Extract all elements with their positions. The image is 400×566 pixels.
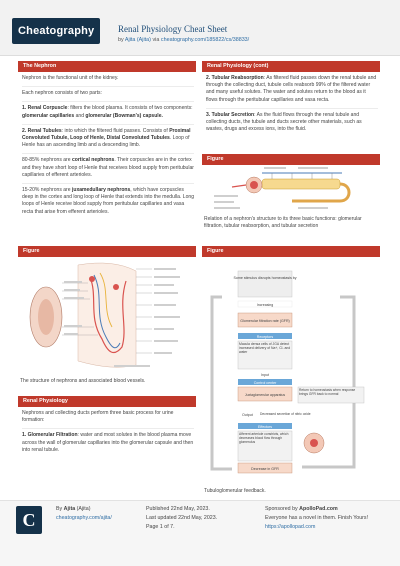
section-heading: The Nephron	[18, 61, 196, 72]
box-receptors: Receptors	[257, 335, 274, 339]
figure-caption: The structure of nephrons and associated…	[20, 378, 146, 384]
text-glomerular-filtration: 1. Glomerular Filtration: water and most…	[22, 432, 194, 453]
footer-author-link[interactable]: cheatography.com/ajita/	[56, 514, 112, 521]
box-afferent-arteriole: Afferent arteriole constricts, which dec…	[239, 432, 289, 444]
section-body: Nephron is the functional unit of the ki…	[18, 72, 196, 216]
section-body: Nephrons and collecting ducts perform th…	[18, 407, 196, 454]
box-control-center: Control center	[254, 381, 277, 385]
section-renal-physiology: Renal Physiology Nephrons and collecting…	[18, 396, 196, 458]
footer-author: By Ajita (Ajita) cheatography.com/ajita/	[56, 506, 112, 521]
text-line: Nephrons and collecting ducts perform th…	[22, 410, 174, 424]
text-tubular-reabsorption: 2. Tubular Reabsorption: As filtered flu…	[206, 75, 377, 103]
published-date: Published 22nd May, 2023.	[146, 506, 210, 512]
box-macula-densa: Macula densa cells of JGA detect increas…	[239, 342, 291, 354]
sponsor-name[interactable]: ApolloPad.com	[299, 506, 338, 512]
text-tubular-secretion: 3. Tubular Secretion: As the fluid flows…	[206, 111, 362, 133]
section-figure-nephron-structure: Figure	[18, 246, 196, 385]
sponsor-link[interactable]: https://apollopad.com	[265, 523, 316, 530]
page-footer	[0, 500, 400, 566]
text-cortical-nephrons: 80-85% nephrons are cortical nephrons. T…	[22, 157, 194, 178]
box-return-homeostasis: Return to homeostasis when response brin…	[299, 388, 356, 396]
sponsor-tagline: Everyone has a novel in them. Finish You…	[265, 514, 369, 521]
section-heading: Figure	[18, 246, 196, 257]
author-link[interactable]: Ajita (Ajita)	[124, 37, 151, 43]
box-jga: Juxtaglomerular apparatus	[245, 393, 285, 397]
box-effectors: Effectors	[258, 425, 272, 429]
text-line: Each nephron consists of two parts:	[22, 90, 102, 97]
feedback-loop-diagram: Some stimulus disrupts homeostasis by In…	[202, 257, 380, 485]
nephron-structure-figure	[18, 257, 196, 375]
box-increasing: Increasing	[257, 303, 274, 307]
section-heading: Figure	[202, 246, 380, 257]
cheatography-logo[interactable]: Cheatography	[12, 18, 100, 44]
section-heading: Figure	[202, 154, 380, 165]
figure-caption: Tubuloglomerular feedback.	[204, 488, 266, 494]
section-body: 2. Tubular Reabsorption: As filtered flu…	[202, 72, 380, 133]
updated-date: Last updated 22nd May, 2023.	[146, 514, 218, 521]
box-nitric-oxide: Decreased secretion of nitric oxide	[260, 412, 311, 416]
page-header: Cheatography Renal Physiology Cheat Shee…	[0, 0, 400, 56]
sheet-url-link[interactable]: cheatography.com/185822/cs/38833/	[160, 37, 250, 43]
section-figure-tubuloglomerular: Figure So	[202, 246, 380, 495]
section-heading: Renal Physiology	[18, 396, 196, 407]
page-title: Renal Physiology Cheat Sheet	[118, 24, 228, 34]
section-the-nephron: The Nephron Nephron is the functional un…	[18, 61, 196, 220]
footer-logo-icon[interactable]: C	[16, 506, 42, 534]
nephron-functions-image	[214, 167, 351, 209]
box-output: Output	[242, 413, 253, 417]
box-decrease-gfr: Decrease in GFR	[251, 467, 279, 471]
footer-sponsor: Sponsored by ApolloPad.com Everyone has …	[265, 505, 390, 531]
footer-author-name[interactable]: Ajita	[63, 506, 76, 512]
box-input: Input	[261, 373, 269, 377]
footer-dates: Published 22nd May, 2023. Last updated 2…	[146, 505, 217, 531]
text-line: Nephron is the functional unit of the ki…	[22, 75, 119, 81]
section-renal-physiology-cont: Renal Physiology (cont) 2. Tubular Reabs…	[202, 61, 380, 137]
section-heading: Renal Physiology (cont)	[202, 61, 380, 72]
text-renal-tubules: 2. Renal Tubules: into which the filtere…	[22, 127, 191, 149]
byline: by Ajita (Ajita) via cheatography.com/18…	[118, 37, 250, 43]
section-figure-nephron-functions: Figure Relation of a nephron's structu	[202, 154, 380, 230]
figure-caption: Relation of a nephron's structure to its…	[204, 216, 362, 229]
box-gfr: Glomerular filtration rate (GFR)	[240, 319, 290, 323]
box-stimulus: Some stimulus disrupts homeostasis by	[233, 276, 296, 280]
tubuloglomerular-figure: Some stimulus disrupts homeostasis by In…	[202, 257, 380, 485]
page-number: Page 1 of 7.	[146, 523, 175, 530]
text-renal-corpuscle: 1. Renal Corpuscle: filters the blood pl…	[22, 105, 193, 119]
nephron-functions-figure	[202, 165, 380, 213]
text-juxtamedullary-nephrons: 15-20% nephrons are juxamedullary nephro…	[22, 187, 194, 215]
nephron-diagram-image	[18, 257, 196, 375]
